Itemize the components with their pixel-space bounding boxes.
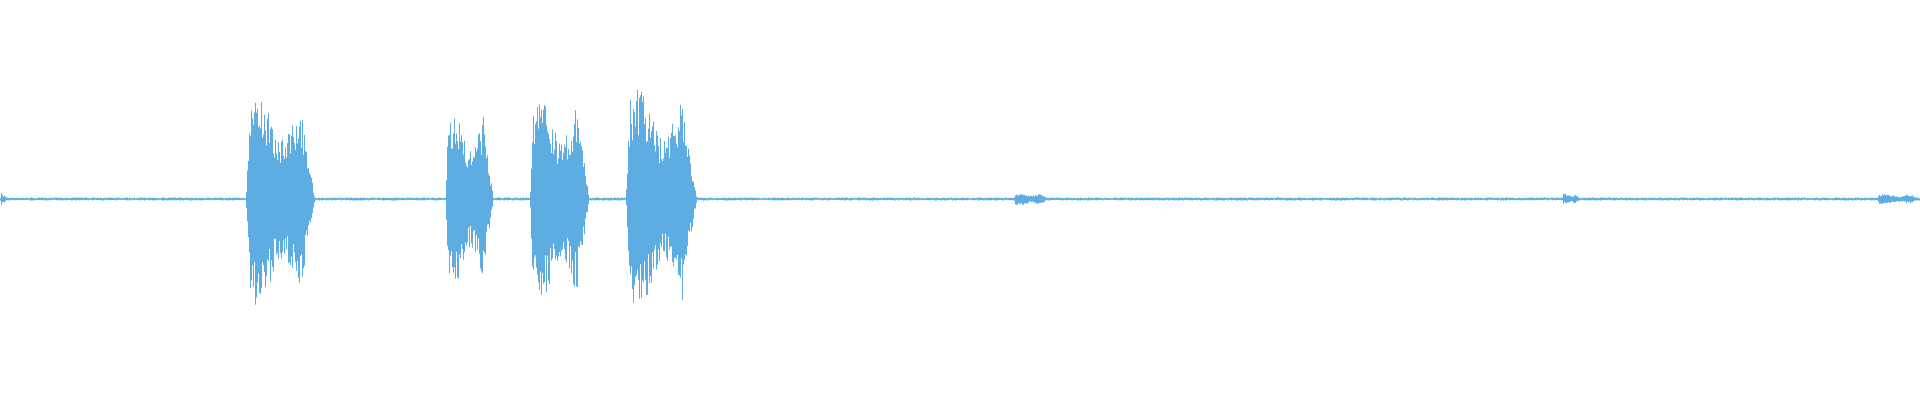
- waveform-signal: [0, 89, 1920, 305]
